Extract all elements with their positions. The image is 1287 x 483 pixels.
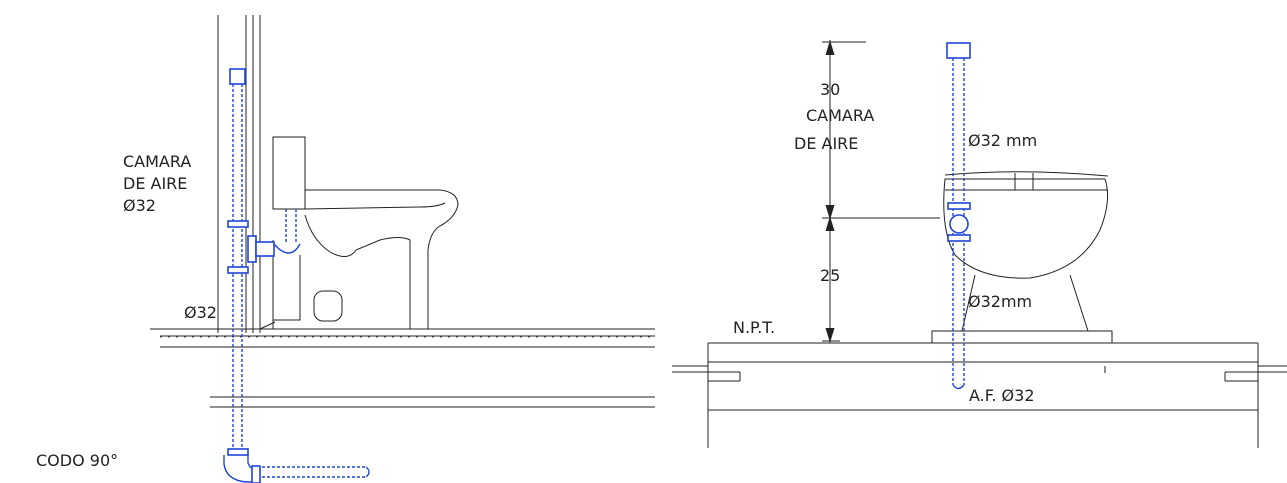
elbow-label: CODO 90° bbox=[36, 451, 119, 470]
pipe-diameter-upper-label: Ø32 mm bbox=[968, 131, 1038, 150]
air-chamber-label-right-line1: CAMARA bbox=[806, 106, 875, 125]
air-chamber-cap bbox=[229, 68, 246, 85]
supply-pipe bbox=[223, 68, 370, 483]
dimension-top-value: 30 bbox=[820, 80, 841, 99]
elbow-90 bbox=[223, 455, 252, 483]
air-chamber-cap-front bbox=[946, 42, 971, 59]
dimension-line bbox=[822, 40, 940, 343]
left-elevation bbox=[150, 15, 655, 483]
pipe-diameter-label: Ø32 bbox=[184, 303, 217, 322]
toilet-bowl bbox=[259, 189, 620, 330]
air-chamber-label-line2: DE AIRE bbox=[123, 174, 188, 193]
cistern-tank bbox=[272, 136, 306, 210]
supply-pipe-front bbox=[946, 42, 971, 390]
pipe-tee bbox=[227, 220, 249, 228]
toilet-front bbox=[931, 171, 1113, 344]
supply-label: A.F. Ø32 bbox=[969, 386, 1035, 405]
floor-section bbox=[672, 342, 1287, 448]
wall bbox=[217, 15, 261, 333]
floor-level-label: N.P.T. bbox=[733, 318, 776, 337]
dimension-bottom-value: 25 bbox=[820, 266, 841, 285]
floor-slab bbox=[150, 328, 655, 408]
air-chamber-label-line1: CAMARA bbox=[123, 152, 192, 171]
air-chamber-label-line3: Ø32 bbox=[123, 196, 156, 215]
right-elevation bbox=[672, 40, 1287, 448]
air-chamber-label-right-line2: DE AIRE bbox=[794, 134, 859, 153]
pipe-diameter-lower-label: Ø32mm bbox=[968, 292, 1033, 311]
pipe-tee-front bbox=[949, 214, 969, 234]
